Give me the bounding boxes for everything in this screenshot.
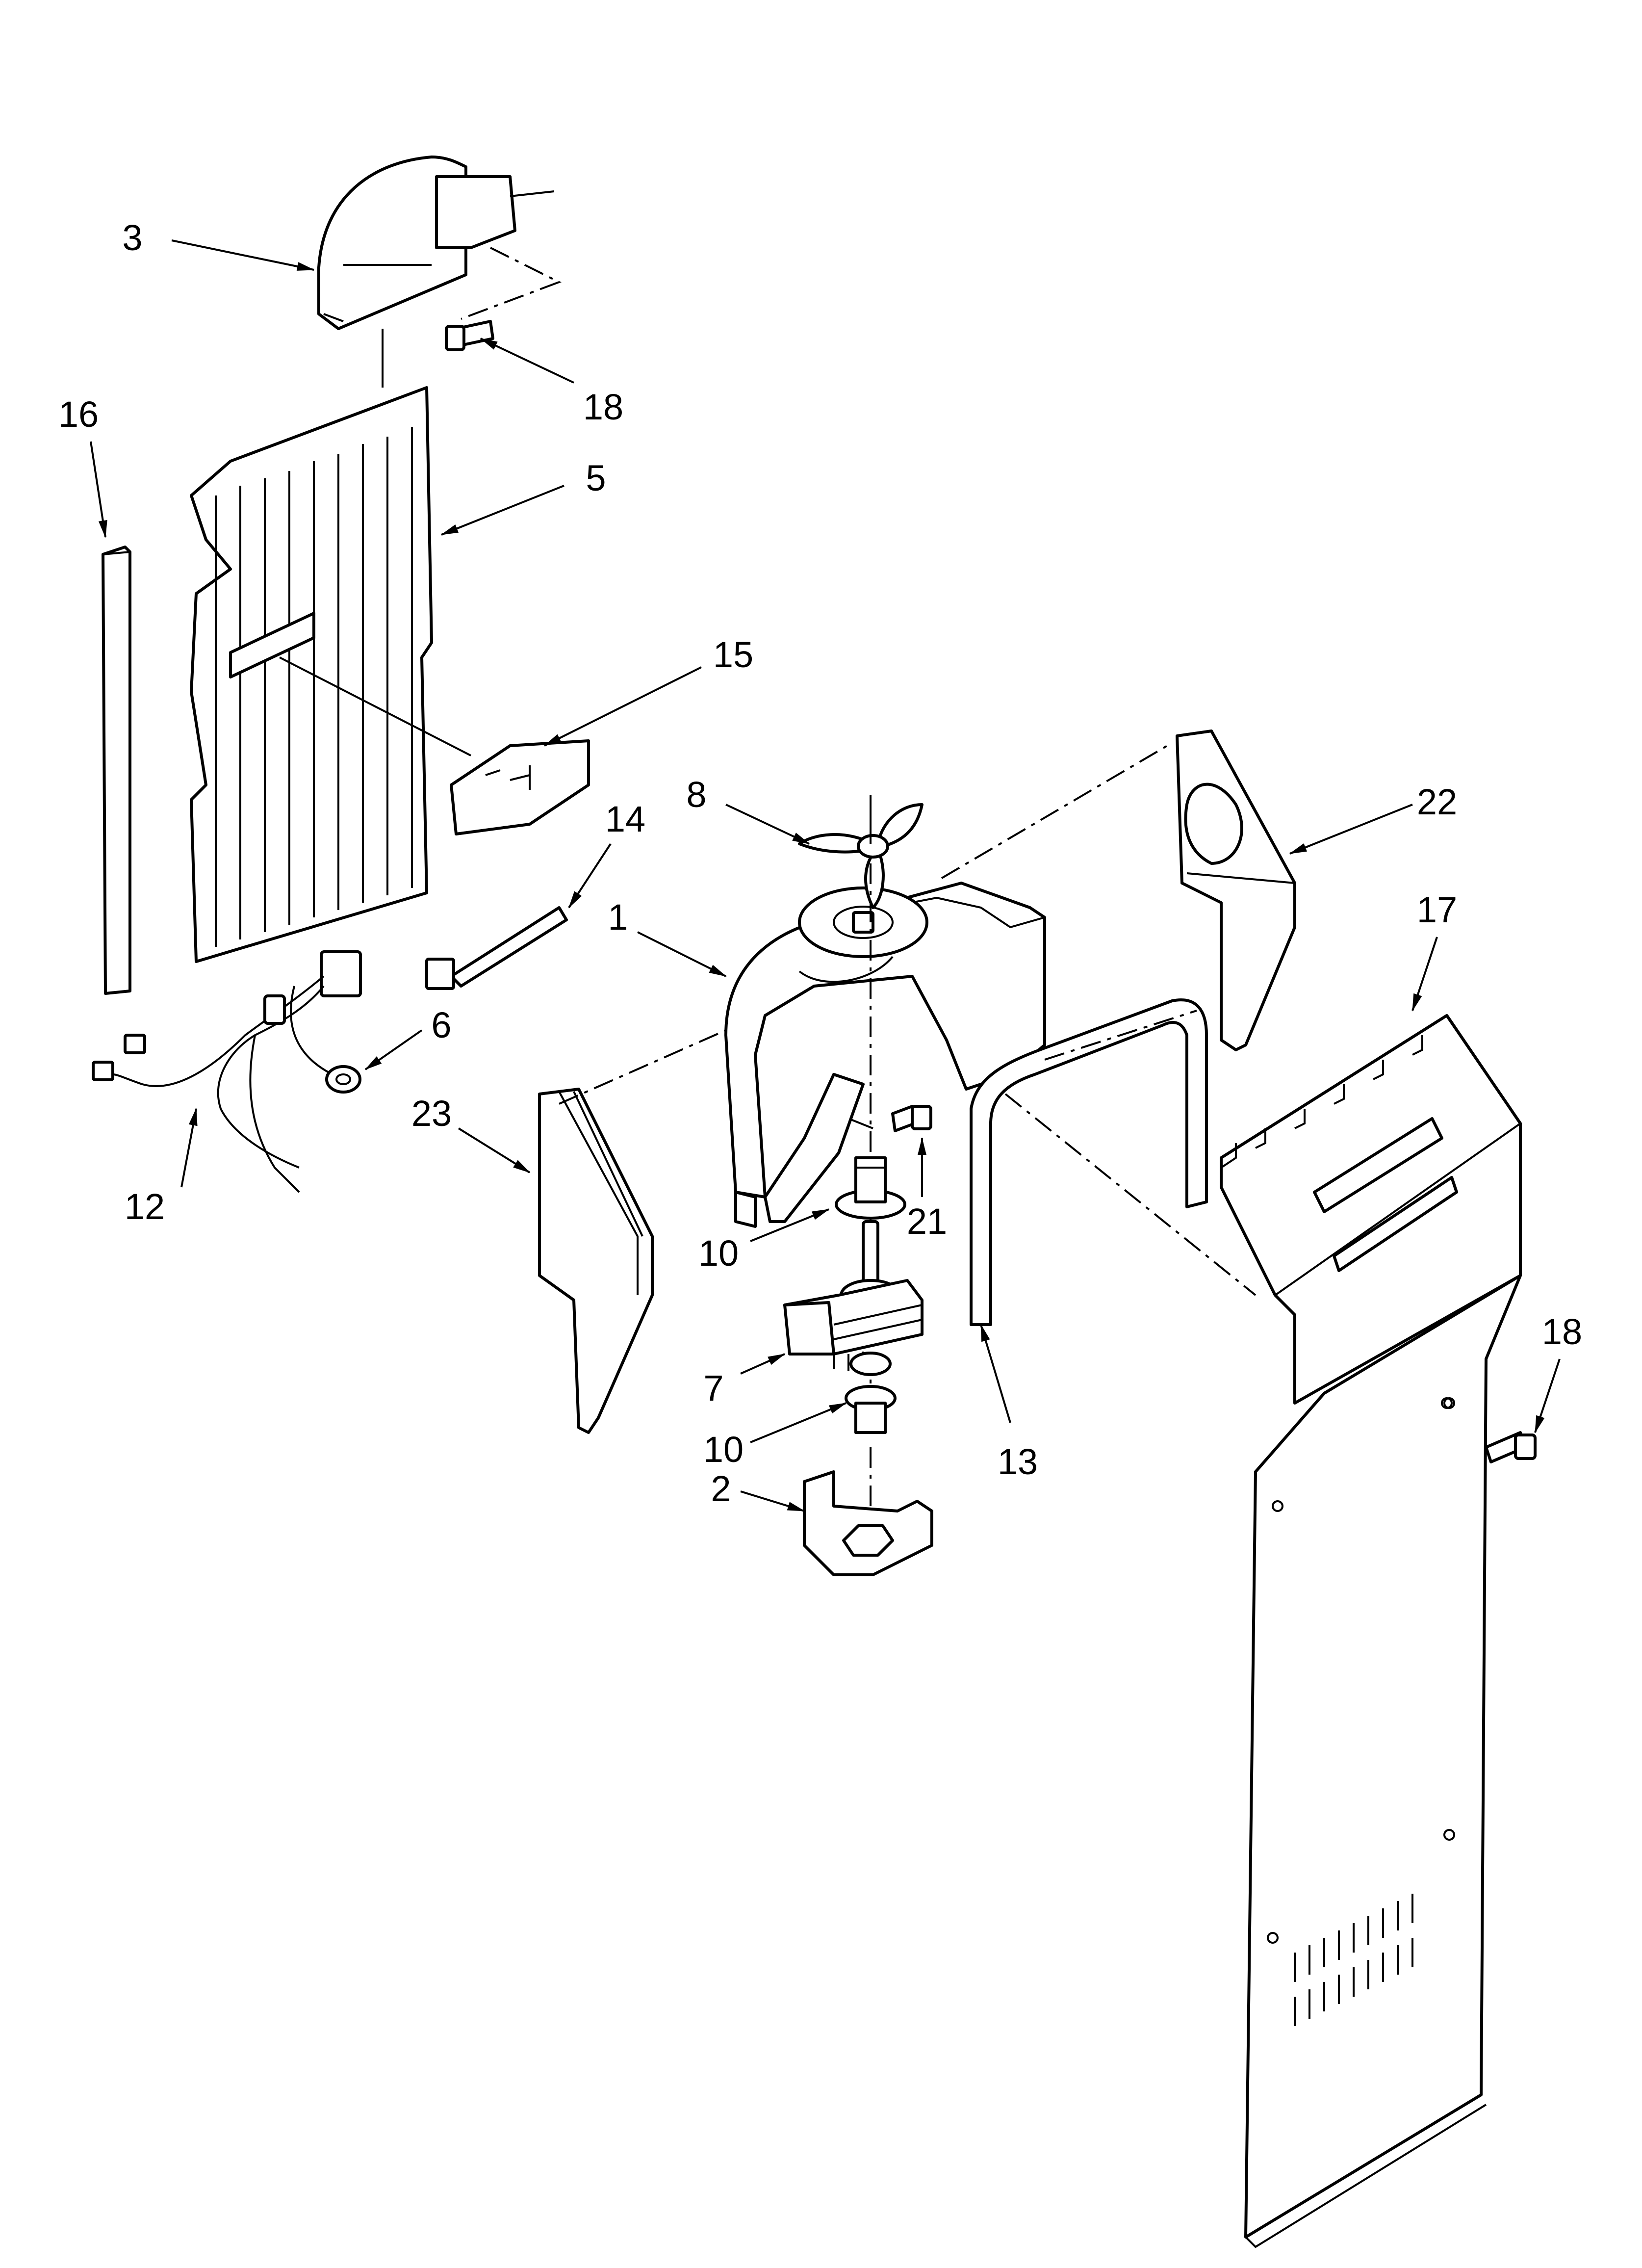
part-12-wire-harness (92, 950, 362, 1193)
part-1-fan-housing (724, 882, 1046, 1228)
callout-18-top: 18 (583, 387, 623, 427)
part-15-bracket (450, 739, 590, 835)
callout-2: 2 (711, 1468, 731, 1509)
part-7-fan-motor (783, 1220, 924, 1376)
callout-labels: 3 18 16 5 15 14 8 22 1 17 6 23 12 21 10 … (58, 217, 1582, 1509)
callout-17: 17 (1417, 889, 1457, 930)
part-14-cable-tie (425, 906, 568, 990)
callout-21: 21 (907, 1201, 947, 1242)
part-10-bushing-upper (835, 1156, 906, 1220)
callout-10-lower: 10 (703, 1429, 744, 1470)
callout-13: 13 (998, 1441, 1038, 1482)
callout-14: 14 (605, 799, 645, 839)
callout-8: 8 (686, 774, 706, 815)
part-23-side-panel (538, 1088, 654, 1434)
part-22-guide-line (941, 745, 1168, 879)
callout-1: 1 (608, 897, 628, 938)
callout-10-upper: 10 (698, 1233, 739, 1274)
leader-lines (90, 239, 1561, 1512)
part-5-evaporator-grille (190, 329, 471, 963)
callout-7: 7 (703, 1368, 723, 1408)
callout-23: 23 (411, 1093, 452, 1134)
callout-18-right: 18 (1542, 1311, 1582, 1352)
part-17-duct-panel (1220, 1014, 1522, 2248)
part-2-motor-bracket (803, 1470, 933, 1576)
vent-slots (1294, 1894, 1413, 2026)
part-13-u-gasket (970, 998, 1208, 1326)
part-22-side-panel (1176, 730, 1296, 1051)
part-8-fan-blade (798, 795, 924, 909)
part-10-bushing-lower (845, 1385, 897, 1434)
callout-22: 22 (1417, 782, 1457, 822)
callout-6: 6 (431, 1005, 451, 1045)
part-18-screw-right (1441, 1397, 1537, 1463)
part-3-duct-cover (317, 156, 555, 330)
callout-15: 15 (713, 634, 753, 675)
part-3-guide-line (461, 247, 562, 320)
callout-16: 16 (58, 394, 99, 435)
callout-3: 3 (122, 217, 142, 258)
part-13-guide-line (1004, 1093, 1257, 1296)
part-6-grommet (325, 1065, 361, 1094)
part-21-screw (891, 1105, 932, 1132)
part-1-guide-line (1044, 1010, 1197, 1061)
callout-5: 5 (586, 458, 606, 498)
part-16-seal-strip (102, 546, 131, 995)
part-18-screw-top (445, 320, 494, 351)
callout-12: 12 (125, 1186, 165, 1227)
part-23-guide-line (559, 1029, 726, 1105)
